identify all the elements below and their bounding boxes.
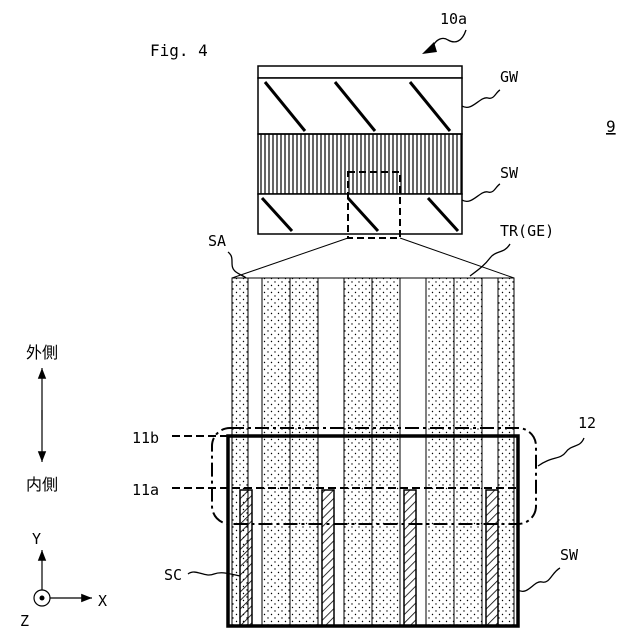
trench-stripe-layer [258, 134, 462, 194]
line-11b-label: 11b [132, 429, 159, 447]
region-12-leader [538, 438, 584, 466]
source-contact-2 [322, 490, 334, 626]
chip-label: 10a [440, 10, 467, 28]
figure-title: Fig. 4 [150, 41, 208, 60]
region-12-label: 12 [578, 414, 596, 432]
sa-label: SA [208, 232, 226, 250]
sw-top-label: SW [500, 164, 519, 182]
axis-z-label: Z [20, 612, 29, 630]
sw-bottom-leader [518, 568, 560, 591]
axis-x-label: X [98, 592, 107, 610]
source-contact-4 [486, 490, 498, 626]
direction-inner-label: 内側 [26, 475, 58, 494]
source-column-5 [498, 278, 514, 626]
chip-cross-section [258, 66, 462, 238]
axis-z-dot [40, 596, 45, 601]
direction-outer-label: 外側 [26, 343, 58, 362]
zoom-line-left [232, 238, 348, 278]
source-contact-3 [404, 490, 416, 626]
source-contact-1 [240, 490, 252, 626]
gw-label: GW [500, 68, 519, 86]
axis-y-label: Y [32, 530, 41, 548]
sw-bottom-label: SW [560, 546, 579, 564]
figure-number: 9 [606, 117, 616, 136]
axis-indicator: Y X Z [20, 530, 107, 630]
tr-label: TR(GE) [500, 222, 554, 240]
sc-label: SC [164, 566, 182, 584]
zoom-line-right [400, 238, 514, 278]
sw-top-leader [462, 184, 500, 201]
enlarged-trench-view [228, 278, 518, 626]
tr-leader [470, 244, 510, 276]
chip-arrow [433, 30, 466, 46]
chip-top-layer [258, 66, 462, 78]
line-11a-label: 11a [132, 481, 159, 499]
gw-leader [462, 90, 500, 107]
